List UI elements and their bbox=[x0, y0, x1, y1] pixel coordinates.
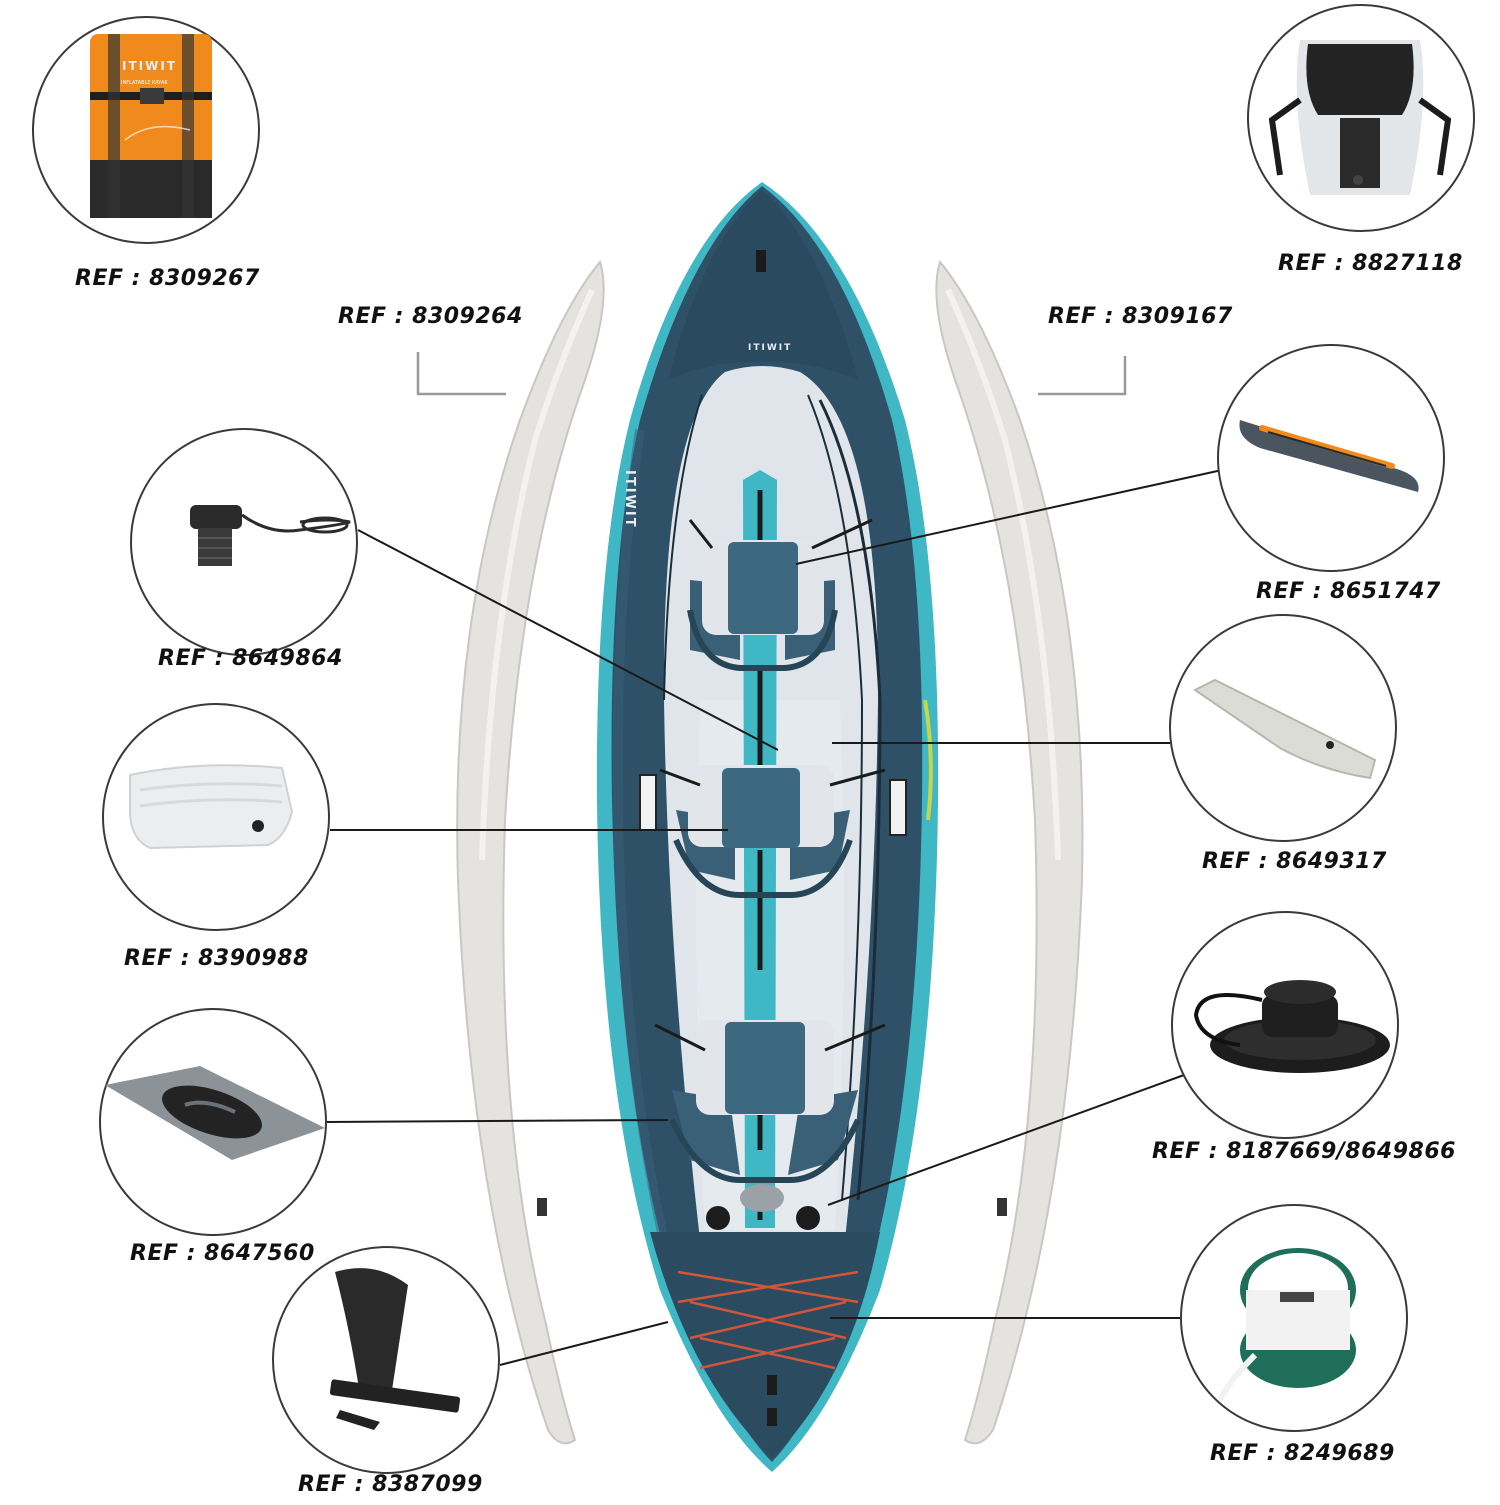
ref-label-drain-valve: REF : 8187669/8649866 bbox=[1152, 1139, 1456, 1164]
bag-brand-text: ITIWIT bbox=[122, 59, 177, 73]
seat-rear bbox=[654, 1020, 886, 1183]
seat-front bbox=[687, 518, 873, 671]
leader-valve bbox=[357, 529, 779, 751]
leader-fin bbox=[499, 1321, 669, 1366]
leader-fin-box-patch bbox=[325, 1119, 669, 1123]
ref-label-valve: REF : 8649864 bbox=[158, 646, 343, 671]
leader-drain-valve bbox=[827, 1074, 1185, 1206]
part-seat-cushion bbox=[102, 703, 330, 931]
ref-label-seat-back: REF : 8827118 bbox=[1278, 251, 1463, 276]
tube-left-bracket bbox=[416, 352, 506, 396]
bag-subtitle-text: INFLATABLE KAYAK bbox=[121, 80, 168, 86]
seat-middle bbox=[639, 765, 907, 898]
ref-label-floor-panel: REF : 8649317 bbox=[1202, 849, 1387, 874]
part-fin bbox=[272, 1246, 500, 1474]
side-tube-left bbox=[456, 259, 605, 1445]
leader-drop-stitch-floor bbox=[795, 469, 1223, 565]
ref-label-fin: REF : 8387099 bbox=[298, 1472, 483, 1497]
part-seat-back bbox=[1247, 4, 1475, 232]
ref-label-seat-cushion: REF : 8390988 bbox=[124, 946, 309, 971]
part-drain-valve bbox=[1171, 911, 1399, 1139]
ref-label-drop-stitch-floor: REF : 8651747 bbox=[1256, 579, 1441, 604]
ref-label-tube-right: REF : 8309167 bbox=[1048, 304, 1233, 329]
ref-label-fin-box-patch: REF : 8647560 bbox=[130, 1241, 315, 1266]
part-fin-box-patch bbox=[99, 1008, 327, 1236]
part-floor-panel bbox=[1169, 614, 1397, 842]
part-bag: ITIWIT INFLATABLE KAYAK bbox=[32, 16, 260, 244]
part-valve bbox=[130, 428, 358, 656]
side-brand-text: ITIWIT bbox=[622, 470, 637, 529]
ref-label-rope-spool: REF : 8249689 bbox=[1210, 1441, 1395, 1466]
part-rope-spool bbox=[1180, 1204, 1408, 1432]
ref-label-bag: REF : 8309267 bbox=[75, 266, 260, 291]
tube-right-bracket bbox=[1038, 356, 1127, 396]
part-drop-stitch-floor bbox=[1217, 344, 1445, 572]
side-tube-right bbox=[935, 259, 1084, 1445]
bungee-cords bbox=[677, 1270, 859, 1370]
ref-label-tube-left: REF : 8309264 bbox=[338, 304, 523, 329]
bow-brand-text: ITIWIT bbox=[748, 343, 792, 353]
